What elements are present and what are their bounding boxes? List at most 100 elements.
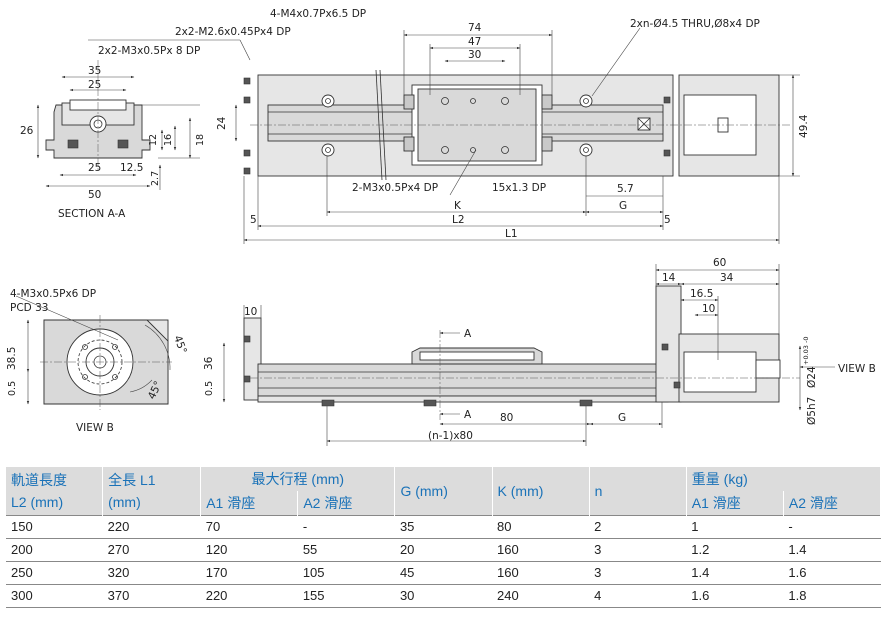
header-stroke-a1: A1 滑座 [200,491,299,516]
dim-10-motor: 10 [702,303,715,315]
cell-g: 20 [394,538,493,562]
dim-50: 50 [88,189,101,201]
label-a-bottom: A [464,409,472,421]
view-b-arrow-label: VIEW B [838,363,876,375]
spec-table: 軌道長度 L2 (mm) 全長 L1 (mm) 最大行程 (mm) G (mm)… [6,467,882,608]
dim-47: 47 [468,36,481,48]
cell-n: 3 [589,538,687,562]
cell-weight-a1: 1.6 [686,584,784,608]
dim-5-right: 5 [664,214,671,226]
dim-16-5: 16.5 [690,288,713,300]
cell-n: 2 [589,515,687,539]
callout-m2-6: 2x2-M2.6x0.45Px4 DP [175,26,291,38]
cell-stroke-a2: 155 [297,584,395,608]
dim-26: 26 [20,125,34,137]
dim-24-tolerance: +0.03 -0 [802,337,810,365]
cell-weight-a1: 1.2 [686,538,784,562]
cell-total-length: 320 [102,561,201,585]
cell-n: 4 [589,584,687,608]
dim-80: 80 [500,412,513,424]
dim-45-top: 45° [171,334,189,356]
dim-38-5: 38.5 [6,347,18,370]
cell-weight-a2: 1.8 [783,584,881,608]
dim-12-5: 12.5 [120,162,143,174]
table-subheader-row: A1 滑座 A2 滑座 A1 滑座 A2 滑座 [6,491,882,516]
cell-k: 80 [492,515,590,539]
dim-5-7: 5.7 [617,183,634,195]
view-b [15,295,172,410]
header-total-length: 全長 L1 (mm) [102,467,202,516]
cell-n: 3 [589,561,687,585]
callout-pcd: PCD 33 [10,302,48,314]
table-row: 200 270 120 55 20 160 3 1.2 1.4 [6,538,881,562]
dim-60: 60 [713,257,726,269]
cell-stroke-a1: 70 [200,515,298,539]
cell-rail-length: 300 [6,584,103,608]
header-g: G (mm) [394,467,493,516]
table-header-row: 軌道長度 L2 (mm) 全長 L1 (mm) 最大行程 (mm) G (mm)… [6,467,882,516]
dim-25-top: 25 [88,79,101,91]
dim-24-shaft: Ø24 [806,366,818,388]
cell-rail-length: 150 [6,515,103,539]
side-view [222,264,835,446]
table-row: 300 370 220 155 30 240 4 1.6 1.8 [6,584,881,608]
header-n: n [589,467,687,516]
header-weight-a1: A1 滑座 [686,491,784,516]
header-max-stroke: 最大行程 (mm) [200,467,396,491]
label-l1: L1 [505,228,518,240]
cell-total-length: 370 [102,584,201,608]
dim-34: 34 [720,272,734,284]
dim-35: 35 [88,65,101,77]
dim-12: 12 [148,134,159,146]
section-aa-label: SECTION A-A [58,208,126,220]
table-row: 150 220 70 - 35 80 2 1 - [6,515,881,539]
table-row: 250 320 170 105 45 160 3 1.4 1.6 [6,561,881,585]
dim-30: 30 [468,49,481,61]
header-k: K (mm) [492,467,590,516]
dim-25-bottom: 25 [88,162,101,174]
label-g-side: G [618,412,626,424]
cell-stroke-a2: 105 [297,561,395,585]
callout-m4: 4-M4x0.7Px6.5 DP [270,8,366,20]
callout-m3-6dp: 4-M3x0.5Px6 DP [10,288,96,300]
dim-16: 16 [163,134,174,146]
cell-g: 45 [394,561,493,585]
cell-weight-a2: 1.6 [783,561,881,585]
dim-5-left: 5 [250,214,257,226]
label-g-top: G [619,200,627,212]
callout-15x1-3: 15x1.3 DP [492,182,546,194]
callout-thru: 2xn-Ø4.5 THRU,Ø8x4 DP [630,18,760,30]
dim-18: 18 [195,134,206,146]
dim-0-5-left: 0.5 [7,381,18,396]
cell-stroke-a1: 120 [200,538,298,562]
cell-weight-a1: 1 [686,515,784,539]
cell-k: 240 [492,584,590,608]
label-l2: L2 [452,214,465,226]
cell-total-length: 220 [102,515,201,539]
header-weight: 重量 (kg) [686,467,882,491]
header-weight-a2: A2 滑座 [783,491,882,516]
cell-g: 35 [394,515,493,539]
cell-stroke-a2: 55 [297,538,395,562]
top-view [234,27,800,244]
section-aa-view [36,39,251,190]
header-rail-length: 軌道長度 L2 (mm) [6,467,104,516]
cell-weight-a1: 1.4 [686,561,784,585]
cell-weight-a2: 1.4 [783,538,881,562]
dim-5h7: Ø5h7 [806,397,818,425]
dim-49-4: 49.4 [798,114,810,138]
cell-total-length: 270 [102,538,201,562]
cell-k: 160 [492,538,590,562]
callout-m3-4dp: 2-M3x0.5Px4 DP [352,182,438,194]
cell-k: 160 [492,561,590,585]
dim-74: 74 [468,22,482,34]
cell-weight-a2: - [783,515,881,539]
cell-stroke-a1: 220 [200,584,298,608]
dim-10-side: 10 [244,306,257,318]
dim-36: 36 [203,356,215,370]
dim-24: 24 [216,116,228,130]
dim-14: 14 [662,272,676,284]
cell-stroke-a2: - [297,515,395,539]
label-n-pitch: (n-1)x80 [428,430,473,442]
cell-rail-length: 250 [6,561,103,585]
